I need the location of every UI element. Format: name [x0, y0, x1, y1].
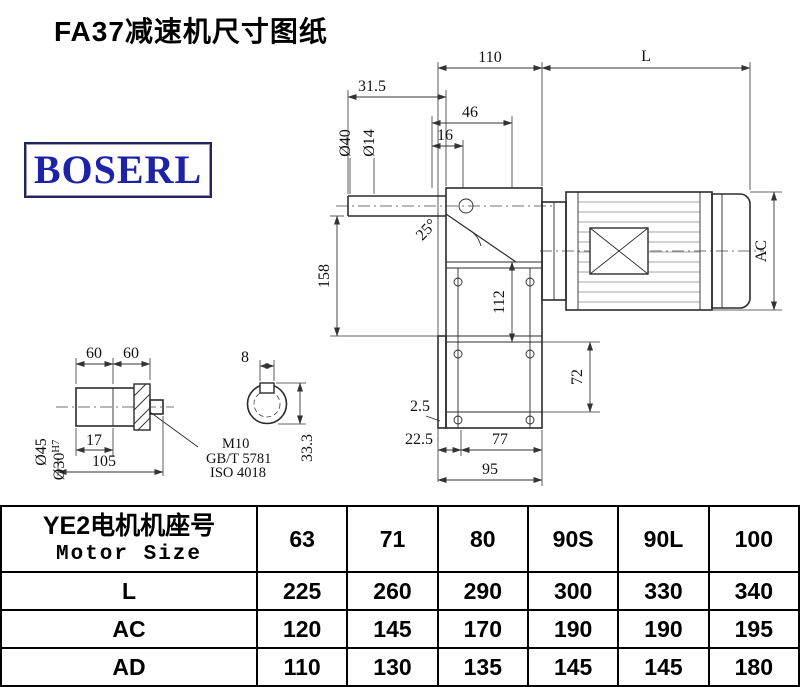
- table-cell: 340: [707, 571, 800, 611]
- label-iso-4018: ISO 4018: [210, 465, 266, 481]
- row-label-l: L: [0, 571, 258, 611]
- dim-17: 17: [86, 432, 102, 449]
- table-cell: 190: [617, 609, 710, 649]
- dimensions-main: 110 L 31.5 46 16 Ø40 Ø14 25° 158 112 AC …: [316, 48, 782, 486]
- centerlines: [56, 205, 764, 408]
- motor-size-label-cn: YE2电机机座号: [42, 511, 216, 540]
- dim-8: 8: [241, 349, 249, 366]
- boserl-logo-text: BOSERL: [33, 147, 203, 192]
- table-cell: 290: [436, 571, 529, 611]
- table-cell: 130: [346, 647, 439, 687]
- table-cell: 330: [617, 571, 710, 611]
- row-label-ac: AC: [0, 609, 258, 649]
- dim-112: 112: [491, 290, 508, 313]
- dim-dia30h7: Ø30H7: [51, 440, 68, 480]
- column-header-90l: 90L: [617, 505, 710, 573]
- column-header-90s: 90S: [526, 505, 620, 573]
- table-cell: 135: [436, 647, 529, 687]
- motor: [541, 191, 751, 311]
- dim-angle-25: 25°: [413, 216, 441, 244]
- column-header-63: 63: [255, 505, 349, 573]
- table-cell: 300: [526, 571, 620, 611]
- dim-158: 158: [316, 264, 333, 288]
- table-cell: 145: [346, 609, 439, 649]
- table-cell: 110: [255, 647, 349, 687]
- dim-105: 105: [92, 453, 116, 470]
- table-row-l: L 225 260 290 300 330 340: [0, 571, 800, 611]
- dim-33-3: 33.3: [299, 434, 316, 462]
- dim-16: 16: [437, 127, 453, 144]
- dim-dia14: Ø14: [361, 129, 378, 157]
- column-header-80: 80: [436, 505, 529, 573]
- motor-size-label-en: Motor Size: [55, 543, 203, 567]
- column-header-71: 71: [346, 505, 439, 573]
- dimension-drawing: 110 L 31.5 46 16 Ø40 Ø14 25° 158 112 AC …: [33, 48, 782, 486]
- dim-110: 110: [478, 49, 501, 66]
- table-cell: 190: [526, 609, 620, 649]
- dim-31-5: 31.5: [358, 78, 386, 95]
- label-gbt-5781: GB/T 5781: [206, 451, 271, 467]
- dim-dia45: Ø45: [33, 438, 50, 466]
- fan-cowl: [711, 193, 751, 309]
- table-header-motor-size: YE2电机机座号 Motor Size: [0, 505, 258, 573]
- dim-60-right: 60: [123, 345, 139, 362]
- table-cell: 145: [617, 647, 710, 687]
- dim-72: 72: [569, 369, 586, 385]
- dim-60-left: 60: [86, 345, 102, 362]
- bore-detail: 8 33.3: [241, 349, 316, 462]
- table-cell: 225: [255, 571, 349, 611]
- table-cell: 170: [436, 609, 529, 649]
- output-shaft: [347, 195, 446, 217]
- shaft-detail: 60 60 17 105 Ø45 Ø30H7 M10 GB/T 5781 ISO…: [33, 345, 271, 481]
- dim-dia40: Ø40: [337, 129, 354, 157]
- dim-95: 95: [482, 461, 498, 478]
- table-header-row: YE2电机机座号 Motor Size 63 71 80 90S 90L 100: [0, 505, 800, 573]
- gearbox-housing: [437, 187, 543, 429]
- table-cell: 260: [346, 571, 439, 611]
- table-row-ad: AD 110 130 135 145 145 180: [0, 647, 800, 687]
- table-cell: 180: [707, 647, 800, 687]
- dim-22-5: 22.5: [405, 431, 433, 448]
- row-label-ad: AD: [0, 647, 258, 687]
- table-cell: 145: [526, 647, 620, 687]
- label-m10: M10: [222, 436, 249, 452]
- table-cell: 120: [255, 609, 349, 649]
- boserl-logo: BOSERL: [24, 142, 212, 198]
- table-cell: 195: [707, 609, 800, 649]
- dim-2-5: 2.5: [410, 398, 430, 415]
- motor-size-table: YE2电机机座号 Motor Size 63 71 80 90S 90L 100…: [0, 505, 800, 687]
- page-title: FA37减速机尺寸图纸: [54, 16, 328, 47]
- dim-ac: AC: [753, 240, 770, 262]
- table-row-ac: AC 120 145 170 190 190 195: [0, 609, 800, 649]
- dim-46: 46: [462, 104, 478, 121]
- dim-77: 77: [492, 431, 508, 448]
- dim-l: L: [641, 48, 651, 65]
- column-header-100: 100: [707, 505, 800, 573]
